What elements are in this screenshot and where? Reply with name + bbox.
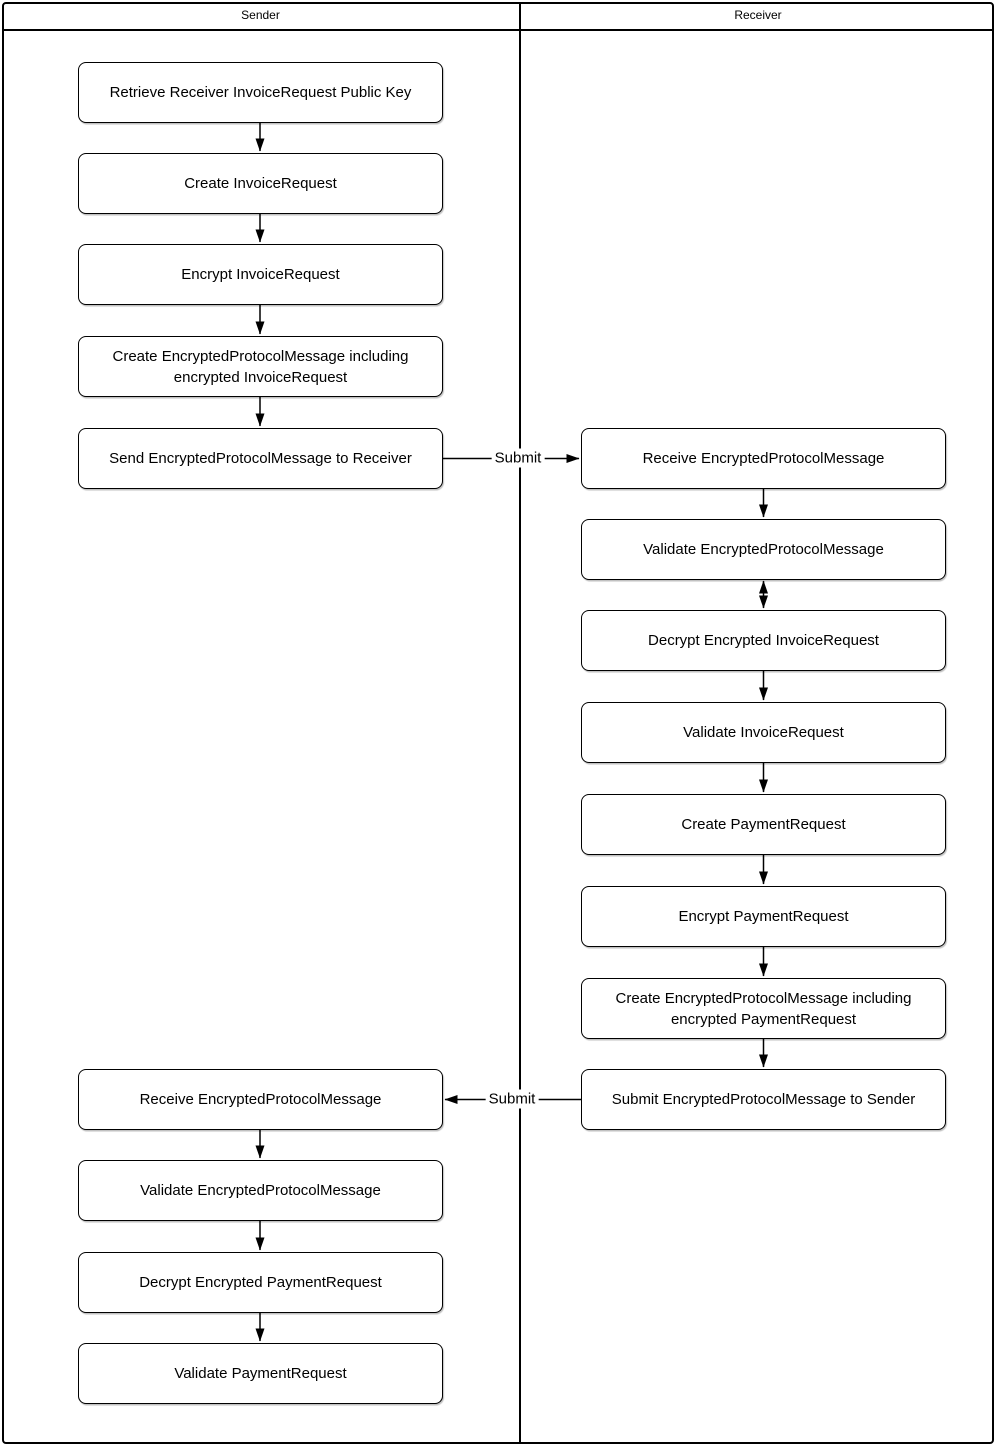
- node-send-encryptedprotocolmessage-to-receiver: Send EncryptedProtocolMessage to Receive…: [78, 428, 443, 489]
- node-create-encryptedprotocolmessage-paymentrequest: Create EncryptedProtocolMessage includin…: [581, 978, 946, 1039]
- node-receiver-validate-encryptedprotocolmessage: Validate EncryptedProtocolMessage: [581, 519, 946, 580]
- node-label: Validate EncryptedProtocolMessage: [140, 1182, 381, 1199]
- node-validate-invoicerequest: Validate InvoiceRequest: [581, 702, 946, 763]
- node-decrypt-encrypted-paymentrequest: Decrypt Encrypted PaymentRequest: [78, 1252, 443, 1313]
- node-label: Encrypt PaymentRequest: [678, 908, 849, 925]
- header-separator: [2, 29, 994, 31]
- node-encrypt-invoicerequest: Encrypt InvoiceRequest: [78, 244, 443, 305]
- node-label: Create InvoiceRequest: [184, 175, 337, 192]
- node-label: Validate PaymentRequest: [174, 1365, 347, 1382]
- node-sender-receive-encryptedprotocolmessage: Receive EncryptedProtocolMessage: [78, 1069, 443, 1130]
- node-label: Retrieve Receiver InvoiceRequest Public …: [109, 84, 412, 101]
- node-create-paymentrequest: Create PaymentRequest: [581, 794, 946, 855]
- node-label: Receive EncryptedProtocolMessage: [139, 1091, 382, 1108]
- node-retrieve-invoicerequest-public-key: Retrieve Receiver InvoiceRequest Public …: [78, 62, 443, 123]
- node-receiver-receive-encryptedprotocolmessage: Receive EncryptedProtocolMessage: [581, 428, 946, 489]
- node-validate-paymentrequest: Validate PaymentRequest: [78, 1343, 443, 1404]
- node-encrypt-paymentrequest: Encrypt PaymentRequest: [581, 886, 946, 947]
- submit-return-label: Submit: [485, 1089, 539, 1109]
- node-label: Send EncryptedProtocolMessage to Receive…: [109, 450, 412, 467]
- lane-title-receiver: Receiver: [734, 8, 782, 22]
- node-label: Encrypt InvoiceRequest: [181, 266, 340, 283]
- node-sender-validate-encryptedprotocolmessage: Validate EncryptedProtocolMessage: [78, 1160, 443, 1221]
- node-label: Create EncryptedProtocolMessage includin…: [615, 989, 912, 1028]
- node-label: Validate EncryptedProtocolMessage: [643, 541, 884, 558]
- submit-forward-label: Submit: [491, 448, 545, 468]
- node-label: Validate InvoiceRequest: [683, 724, 844, 741]
- lane-divider: [519, 2, 521, 1444]
- node-label: Create EncryptedProtocolMessage includin…: [112, 347, 409, 386]
- node-label: Receive EncryptedProtocolMessage: [642, 450, 885, 467]
- node-label: Submit EncryptedProtocolMessage to Sende…: [611, 1091, 916, 1108]
- lane-title-sender: Sender: [241, 8, 280, 22]
- node-create-encryptedprotocolmessage-invoicerequest: Create EncryptedProtocolMessage includin…: [78, 336, 443, 397]
- node-submit-encryptedprotocolmessage-to-sender: Submit EncryptedProtocolMessage to Sende…: [581, 1069, 946, 1130]
- node-label: Decrypt Encrypted PaymentRequest: [139, 1274, 382, 1291]
- node-create-invoicerequest: Create InvoiceRequest: [78, 153, 443, 214]
- node-decrypt-encrypted-invoicerequest: Decrypt Encrypted InvoiceRequest: [581, 610, 946, 671]
- node-label: Create PaymentRequest: [681, 816, 846, 833]
- node-label: Decrypt Encrypted InvoiceRequest: [648, 632, 879, 649]
